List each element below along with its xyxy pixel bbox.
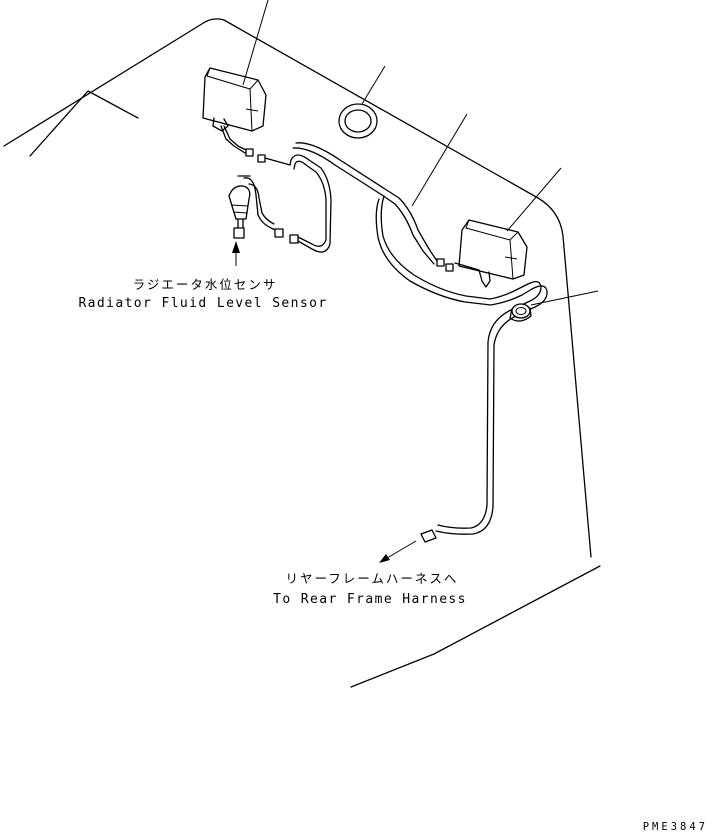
leader-lines [232,0,599,563]
harness-label-en: To Rear Frame Harness [273,592,467,607]
harness-clamp [509,303,532,322]
wire-harness [243,142,548,543]
panel-outline [3,18,601,688]
sensor-label: ラジエータ水位センサ Radiator Fluid Level Sensor [78,277,327,311]
harness-label-jp: リヤーフレームハーネスへ [286,571,459,586]
work-lamp-right [436,219,528,288]
grommet [338,103,378,139]
drawing-code: PME3847 [643,821,708,833]
radiator-level-sensor [228,175,251,239]
harness-label: リヤーフレームハーネスへ To Rear Frame Harness [273,571,467,607]
sensor-label-jp: ラジエータ水位センサ [133,277,278,292]
work-lamp-left [202,67,267,163]
sensor-label-en: Radiator Fluid Level Sensor [78,296,327,311]
